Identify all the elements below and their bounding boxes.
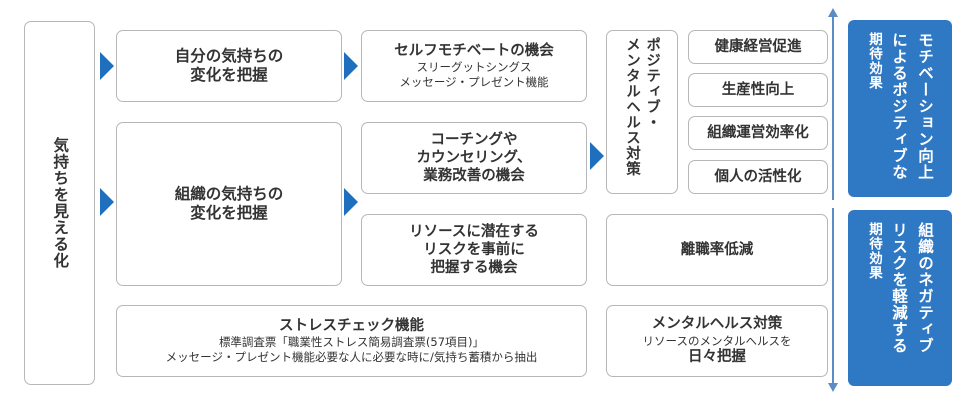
arrow-right-icon — [590, 142, 604, 170]
visualize-feelings-label: 気持ちを見える化 — [51, 137, 70, 269]
visualize-feelings-box: 気持ちを見える化 — [24, 21, 95, 385]
effect-productivity: 生産性向上 — [688, 73, 828, 107]
org-feelings-change-box: 組織の気持ちの 変化を把握 — [116, 122, 342, 286]
org-feelings-line1: 組織の気持ちの — [174, 184, 284, 203]
coaching-line1: コーチングや — [430, 131, 518, 148]
resource-risk-line3: 把握する機会 — [430, 260, 518, 277]
self-motivate-sub2: メッセージ・プレゼント機能 — [399, 75, 549, 90]
resource-risk-box: リソースに潜在する リスクを事前に 把握する機会 — [361, 214, 587, 286]
positive-mental-col1: ポジティブ・ — [644, 37, 661, 130]
arrow-right-icon — [100, 52, 114, 80]
org-feelings-line2: 変化を把握 — [190, 204, 268, 222]
resource-risk-line2: リスクを事前に — [423, 241, 525, 258]
stress-check-sub2: メッセージ・プレゼント機能必要な人に必要な時に/気持ち蓄積から抽出 — [165, 350, 538, 365]
stress-check-box: ストレスチェック機能 標準調査票「職業性ストレス簡易調査票(57項目)」 メッセ… — [116, 305, 587, 377]
effect-label: 健康経営促進 — [714, 38, 802, 55]
mental-daily-title: メンタルヘルス対策 — [651, 316, 783, 333]
self-motivate-title: セルフモチベートの機会 — [394, 43, 554, 59]
self-motivate-box: セルフモチベートの機会 スリーグットシングス メッセージ・プレゼント機能 — [361, 30, 587, 102]
positive-mental-health-box: ポジティブ・ メンタルヘルス対策 — [606, 30, 678, 194]
effect-label: 生産性向上 — [721, 81, 795, 98]
vertical-divider-line — [832, 16, 834, 200]
effect-label: 個人の活性化 — [714, 168, 802, 185]
self-feelings-line1: 自分の気持ちの — [174, 46, 284, 65]
self-feelings-line2: 変化を把握 — [190, 66, 268, 84]
effect-label: 組織運営効率化 — [707, 124, 809, 141]
stress-check-sub1: 標準調査票「職業性ストレス簡易調査票(57項目)」 — [218, 335, 485, 350]
arrow-up-icon — [828, 8, 838, 17]
negative-banner-col3: 期待効果 — [866, 222, 882, 280]
turnover-reduction-box: 離職率低減 — [606, 214, 828, 286]
stress-check-title: ストレスチェック機能 — [279, 318, 424, 334]
positive-banner-col2: によるポジティブな — [890, 32, 908, 181]
effect-health-management: 健康経営促進 — [688, 30, 828, 64]
turnover-reduction-label: 離職率低減 — [680, 241, 754, 258]
mental-daily-sub1: リソースのメンタルヘルスを — [642, 333, 792, 348]
positive-effects-banner: モチベーション向上 によるポジティブな 期待効果 — [848, 20, 952, 197]
negative-banner-col1: 組織のネガティブ — [916, 222, 934, 354]
arrow-right-icon — [100, 188, 114, 216]
negative-risk-banner: 組織のネガティブ リスクを軽減する 期待効果 — [848, 210, 952, 386]
positive-banner-col3: 期待効果 — [866, 32, 882, 90]
mental-health-daily-box: メンタルヘルス対策 リソースのメンタルヘルスを 日々把握 — [606, 305, 828, 377]
vertical-divider-line — [832, 208, 834, 384]
effect-org-efficiency: 組織運営効率化 — [688, 116, 828, 150]
coaching-line3: 業務改善の機会 — [423, 168, 525, 185]
coaching-box: コーチングや カウンセリング、 業務改善の機会 — [361, 122, 587, 194]
self-motivate-sub1: スリーグットシングス — [416, 60, 532, 75]
arrow-down-icon — [828, 383, 838, 392]
positive-mental-col2: メンタルヘルス対策 — [624, 37, 640, 177]
effect-individual-activation: 個人の活性化 — [688, 160, 828, 194]
self-feelings-change-box: 自分の気持ちの 変化を把握 — [116, 30, 342, 102]
arrow-right-icon — [344, 52, 358, 80]
resource-risk-line1: リソースに潜在する — [409, 223, 539, 240]
arrow-right-icon — [344, 188, 358, 216]
positive-banner-col1: モチベーション向上 — [916, 32, 934, 181]
negative-banner-col2: リスクを軽減する — [890, 222, 908, 354]
coaching-line2: カウンセリング、 — [416, 149, 532, 166]
mental-daily-sub2: 日々把握 — [688, 349, 746, 366]
